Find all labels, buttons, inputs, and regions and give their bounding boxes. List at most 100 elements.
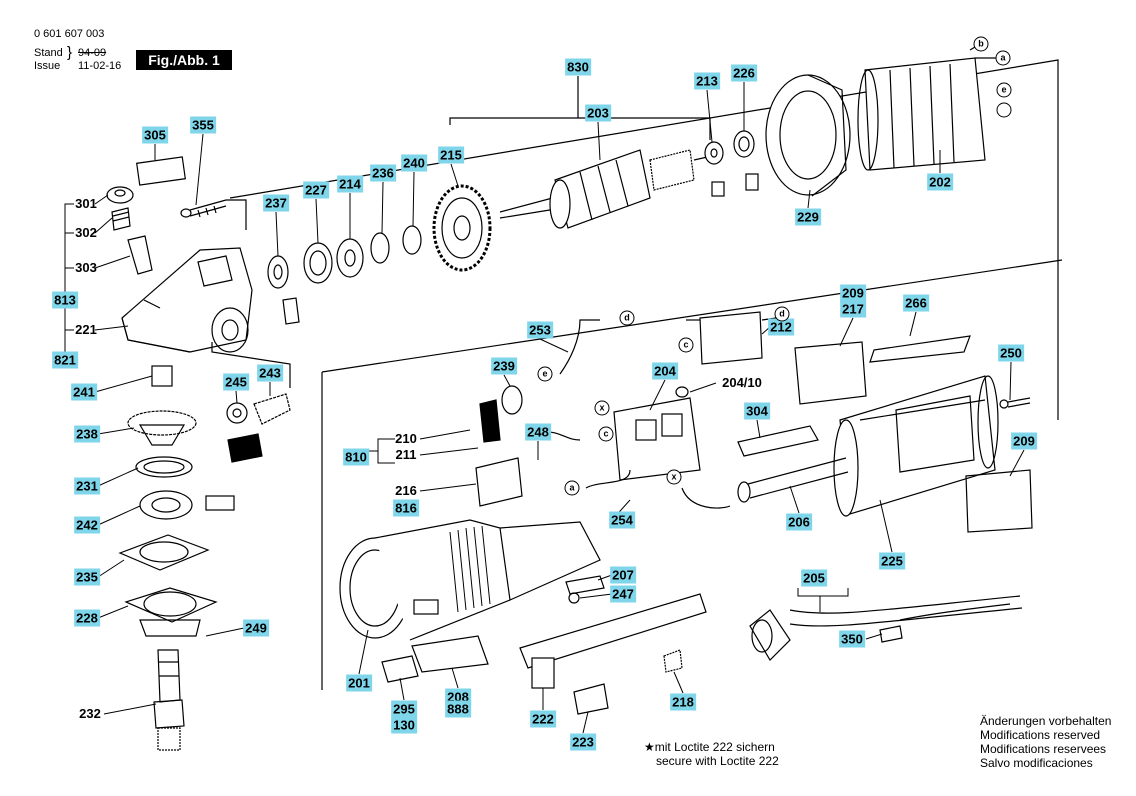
loctite-note-en: secure with Loctite 222 bbox=[656, 754, 779, 768]
callout-355: 355 bbox=[190, 116, 216, 134]
callout-223: 223 bbox=[570, 733, 596, 751]
callout-235: 235 bbox=[74, 568, 100, 586]
callout-813: 813 bbox=[52, 291, 78, 309]
screw-355 bbox=[180, 199, 247, 230]
modifications-line-2: Modifications reserved bbox=[980, 728, 1101, 742]
small-parts-243-245 bbox=[211, 342, 291, 463]
callout-225: 225 bbox=[879, 552, 905, 570]
armature-203 bbox=[499, 149, 713, 229]
stand-date: 94-09 bbox=[78, 47, 107, 59]
loctite-note-de: mit Loctite 222 sichern bbox=[654, 740, 775, 754]
callout-205: 205 bbox=[801, 569, 827, 587]
callout-130: 130 bbox=[391, 716, 417, 734]
callout-250: 250 bbox=[998, 344, 1024, 362]
callout-821: 821 bbox=[52, 351, 78, 369]
issue-date: 11-02-16 bbox=[78, 60, 122, 72]
callout-810: 810 bbox=[343, 448, 369, 466]
label-plates bbox=[381, 635, 489, 683]
divider-lines bbox=[229, 59, 1063, 690]
callout-213: 213 bbox=[694, 72, 720, 90]
callout-248: 248 bbox=[525, 423, 551, 441]
connector-circle-a: a bbox=[995, 50, 1011, 66]
star-icon: ★ bbox=[644, 740, 655, 754]
callout-201: 201 bbox=[346, 674, 372, 692]
callout-229: 229 bbox=[795, 208, 821, 226]
callout-304: 304 bbox=[744, 402, 770, 420]
modifications-line-4: Salvo modificaciones bbox=[980, 756, 1093, 770]
callout-plain-210: 210 bbox=[395, 431, 417, 446]
callout-218: 218 bbox=[670, 693, 696, 711]
callout-plain-303: 303 bbox=[75, 260, 97, 275]
field-can-225 bbox=[833, 375, 999, 517]
bevel-gear-stack bbox=[118, 365, 235, 637]
callout-plain-211: 211 bbox=[395, 447, 417, 462]
callout-206: 206 bbox=[786, 513, 812, 531]
callout-222: 222 bbox=[530, 710, 556, 728]
callout-245: 245 bbox=[223, 373, 249, 391]
callout-202: 202 bbox=[927, 173, 953, 191]
modifications-line-1: Änderungen vorbehalten bbox=[980, 714, 1112, 728]
callout-305: 305 bbox=[142, 126, 168, 144]
callout-215: 215 bbox=[438, 146, 464, 164]
connector-circle-x: x bbox=[666, 469, 682, 485]
screw-250 bbox=[999, 397, 1031, 409]
gear-housing-221 bbox=[121, 247, 253, 353]
label-plate-305 bbox=[136, 156, 186, 186]
callout-214: 214 bbox=[337, 175, 363, 193]
connector-circle-b: b bbox=[973, 36, 989, 52]
callout-266: 266 bbox=[903, 294, 929, 312]
callout-227: 227 bbox=[303, 181, 329, 199]
callout-242: 242 bbox=[74, 516, 100, 534]
callout-plain-216: 216 bbox=[395, 483, 417, 498]
callout-350: 350 bbox=[839, 630, 865, 648]
callout-plain-204-10: 204/10 bbox=[722, 375, 762, 390]
connector-circle-a: a bbox=[564, 480, 580, 496]
callout-243: 243 bbox=[257, 364, 283, 382]
spindle-lock-parts bbox=[106, 186, 153, 275]
callout-226: 226 bbox=[731, 64, 757, 82]
part-number: 0 601 607 003 bbox=[34, 28, 105, 40]
callout-231: 231 bbox=[74, 477, 100, 495]
callout-236: 236 bbox=[370, 164, 396, 182]
callout-816: 816 bbox=[393, 499, 419, 517]
callout-209: 209 bbox=[840, 284, 866, 302]
callout-254: 254 bbox=[609, 511, 635, 529]
callout-212: 212 bbox=[768, 318, 794, 336]
callout-888: 888 bbox=[445, 700, 471, 718]
connector-circle-c: c bbox=[598, 426, 614, 442]
callout-830: 830 bbox=[565, 58, 591, 76]
callout-207: 207 bbox=[610, 566, 636, 584]
switch-rod bbox=[519, 575, 707, 715]
callout-249: 249 bbox=[243, 619, 269, 637]
callout-plain-302: 302 bbox=[75, 225, 97, 240]
foils-label-plates bbox=[737, 335, 1033, 533]
callout-239: 239 bbox=[491, 357, 517, 375]
callout-247: 247 bbox=[610, 585, 636, 603]
callout-203: 203 bbox=[585, 104, 611, 122]
callout-253: 253 bbox=[527, 321, 553, 339]
callout-237: 237 bbox=[263, 194, 289, 212]
callout-plain-232: 232 bbox=[79, 706, 101, 721]
callout-240: 240 bbox=[401, 154, 427, 172]
callout-209: 209 bbox=[1011, 432, 1037, 450]
connector-circle-e: e bbox=[537, 366, 553, 382]
stand-label: Stand bbox=[34, 47, 63, 59]
cable-205 bbox=[749, 595, 1023, 661]
motor-housing-201 bbox=[339, 519, 601, 641]
brush-holders bbox=[475, 311, 763, 507]
callout-228: 228 bbox=[74, 609, 100, 627]
connector-circle-x: x bbox=[594, 400, 610, 416]
connector-circle-blank bbox=[996, 102, 1012, 118]
figure-title: Fig./Abb. 1 bbox=[136, 50, 232, 70]
loctite-note: ★mit Loctite 222 sichern bbox=[644, 740, 775, 754]
callout-238: 238 bbox=[74, 425, 100, 443]
callout-217: 217 bbox=[840, 300, 866, 318]
connector-circle-d: d bbox=[619, 310, 635, 326]
rod-206 bbox=[737, 457, 849, 503]
callout-241: 241 bbox=[71, 383, 97, 401]
connector-circle-c: c bbox=[678, 337, 694, 353]
bearing-stack bbox=[267, 225, 422, 325]
issue-label: Issue bbox=[34, 60, 61, 72]
connector-circle-d: d bbox=[774, 306, 790, 322]
fan-housing-229 bbox=[765, 74, 851, 197]
